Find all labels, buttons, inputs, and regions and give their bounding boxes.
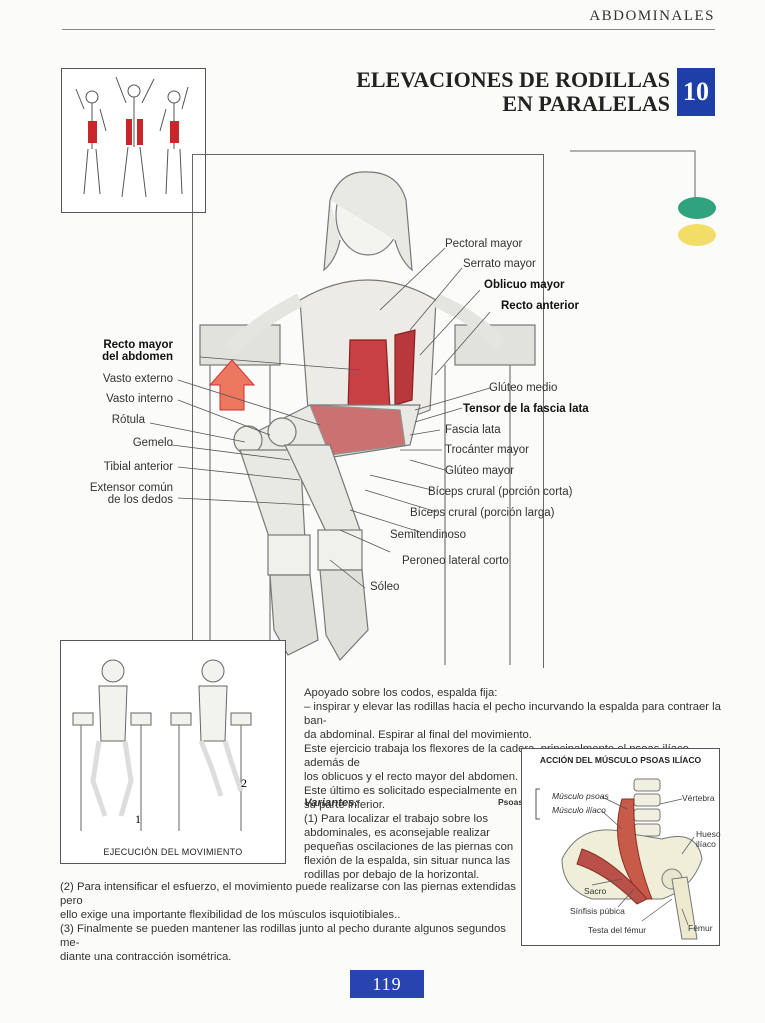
variant-2-line-b: ello exige una importante flexibilidad d…: [60, 909, 401, 921]
desc-line-2: – inspirar y elevar las rodillas hacia e…: [304, 701, 721, 727]
label-recto-mayor-2: del abdomen: [102, 351, 173, 363]
shoe-left: [269, 574, 319, 656]
step-2-label: 2: [241, 776, 247, 790]
desc-line-7: su parte inferior.: [304, 799, 386, 811]
execution-panel: 1 2 EJECUCIÓN DEL MOVIMIENTO: [60, 640, 286, 864]
label-fascia-lata: Fascia lata: [445, 424, 501, 436]
anatomy-illustration: [149, 171, 536, 665]
variant-1-line-c: pequeñas oscilaciones de las piernas con: [304, 841, 514, 853]
label-tibial-anterior: Tibial anterior: [103, 461, 173, 473]
exercise-title-line1: ELEVACIONES DE RODILLAS: [356, 67, 670, 92]
label-serrato-mayor: Serrato mayor: [463, 258, 536, 270]
label-gluteo-mayor: Glúteo mayor: [445, 465, 515, 477]
label-hueso-1: Hueso: [696, 829, 721, 839]
label-semitendinoso: Semitendinoso: [390, 529, 467, 541]
highlight-center-r: [137, 119, 143, 145]
movement-arrow: [208, 359, 256, 411]
sock-left: [267, 534, 311, 576]
label-pectoral-mayor: Pectoral mayor: [445, 238, 523, 250]
label-soleo: Sóleo: [370, 581, 400, 593]
label-biceps-larga: Bíceps crural (porción larga): [410, 507, 555, 519]
label-recto-mayor-1: Recto mayor: [103, 339, 173, 351]
label-hueso-2: ilíaco: [696, 839, 716, 849]
label-gluteo-medio: Glúteo medio: [489, 382, 558, 394]
variant-3-line-a: (3) Finalmente se pueden mantener las ro…: [60, 923, 506, 949]
variant-1-line-e: rodillas por debajo de la horizontal.: [304, 869, 480, 881]
label-extensor-comun-1: Extensor común: [89, 482, 173, 494]
header-rule: [62, 29, 715, 30]
desc-line-6: Este último es solicitado especialmente …: [304, 785, 517, 797]
variants-block-2: (2) Para intensificar el esfuerzo, el mo…: [60, 880, 516, 964]
main-illustration-frame: [192, 154, 544, 668]
psoas-panel: ACCIÓN DEL MÚSCULO PSOAS ILÍACO Músculo …: [521, 748, 721, 946]
label-tensor-fascia-lata: Tensor de la fascia lata: [463, 403, 589, 415]
variant-1-line-a: (1) Para localizar el trabajo sobre los: [304, 813, 488, 825]
thigh-muscles-highlight: [309, 404, 406, 456]
iliacus-muscle: [576, 848, 648, 905]
sock-right: [317, 529, 363, 571]
execution-caption: EJECUCIÓN DEL MOVIMIENTO: [103, 847, 243, 857]
label-testa-femur: Testa del fémur: [588, 925, 647, 935]
label-trocanter-mayor: Trocánter mayor: [445, 444, 529, 456]
psoas-muscle: [617, 798, 653, 900]
execution-illustration: 1 2: [72, 659, 252, 831]
label-rotula: Rótula: [111, 414, 145, 426]
knee-right: [267, 417, 297, 447]
variant-3-line-b: diante una contracción isométrica.: [60, 951, 232, 963]
highlight-left: [88, 121, 97, 143]
label-sacro: Sacro: [584, 886, 607, 896]
exercise-number-badge: 10: [677, 68, 715, 116]
muscle-figures-illustration: [75, 76, 189, 198]
desc-line-5: los oblicuos y el recto mayor del abdome…: [304, 771, 519, 783]
shoe-right: [319, 569, 369, 662]
corner-bracket: [570, 150, 696, 198]
rectus-abdominis-highlight: [347, 339, 391, 411]
description-block: Apoyado sobre los codos, espalda fija: –…: [304, 686, 724, 812]
femur-bone: [671, 876, 698, 940]
psoas-panel-title: ACCIÓN DEL MÚSCULO PSOAS ILÍACO: [539, 755, 702, 765]
label-recto-anterior: Recto anterior: [501, 300, 579, 312]
label-musculo-psoas: Músculo psoas: [552, 791, 609, 801]
variants-heading: Variantes:: [304, 797, 359, 809]
difficulty-oval-yellow: [678, 224, 716, 246]
label-sinfisis-pubica: Sínfisis púbica: [570, 906, 625, 916]
label-vasto-externo: Vasto externo: [102, 373, 173, 385]
label-vertebra: Vértebra: [682, 793, 715, 803]
exercise-title-line2: EN PARALELAS: [502, 91, 670, 116]
label-peroneo-lateral-corto: Peroneo lateral corto: [402, 555, 509, 567]
label-musculo-iliaco: Músculo ilíaco: [552, 805, 606, 815]
page-number: 119: [350, 970, 424, 998]
variant-2-line-a: (2) Para intensificar el esfuerzo, el mo…: [60, 881, 516, 907]
variants-block: Variantes: (1) Para localizar el trabajo…: [304, 796, 514, 882]
oblique-highlight: [394, 329, 416, 406]
label-extensor-comun-2: de los dedos: [107, 494, 173, 506]
step-1-label: 1: [135, 812, 141, 826]
muscle-location-thumbnail: [61, 68, 206, 213]
pelvis-illustration: [535, 778, 703, 940]
desc-line-1: Apoyado sobre los codos, espalda fija:: [304, 687, 498, 699]
exercise-title: ELEVACIONES DE RODILLAS EN PARALELAS: [356, 68, 670, 116]
label-oblicuo-mayor: Oblicuo mayor: [484, 279, 565, 291]
difficulty-oval-green: [678, 197, 716, 219]
label-femur: Fémur: [688, 923, 713, 933]
highlight-right: [170, 121, 179, 143]
highlight-center-l: [126, 119, 132, 145]
label-biceps-corta: Bíceps crural (porción corta): [428, 486, 573, 498]
label-vasto-interno: Vasto interno: [106, 393, 173, 405]
variant-1-line-d: flexión de la espalda, sin situar nunca …: [304, 855, 510, 867]
label-gemelo: Gemelo: [132, 437, 173, 449]
desc-line-3: da abdominal. Espirar al final del movim…: [304, 729, 532, 741]
variant-1-line-b: abdominales, es aconsejable realizar: [304, 827, 490, 839]
section-title: ABDOMINALES: [589, 8, 715, 24]
